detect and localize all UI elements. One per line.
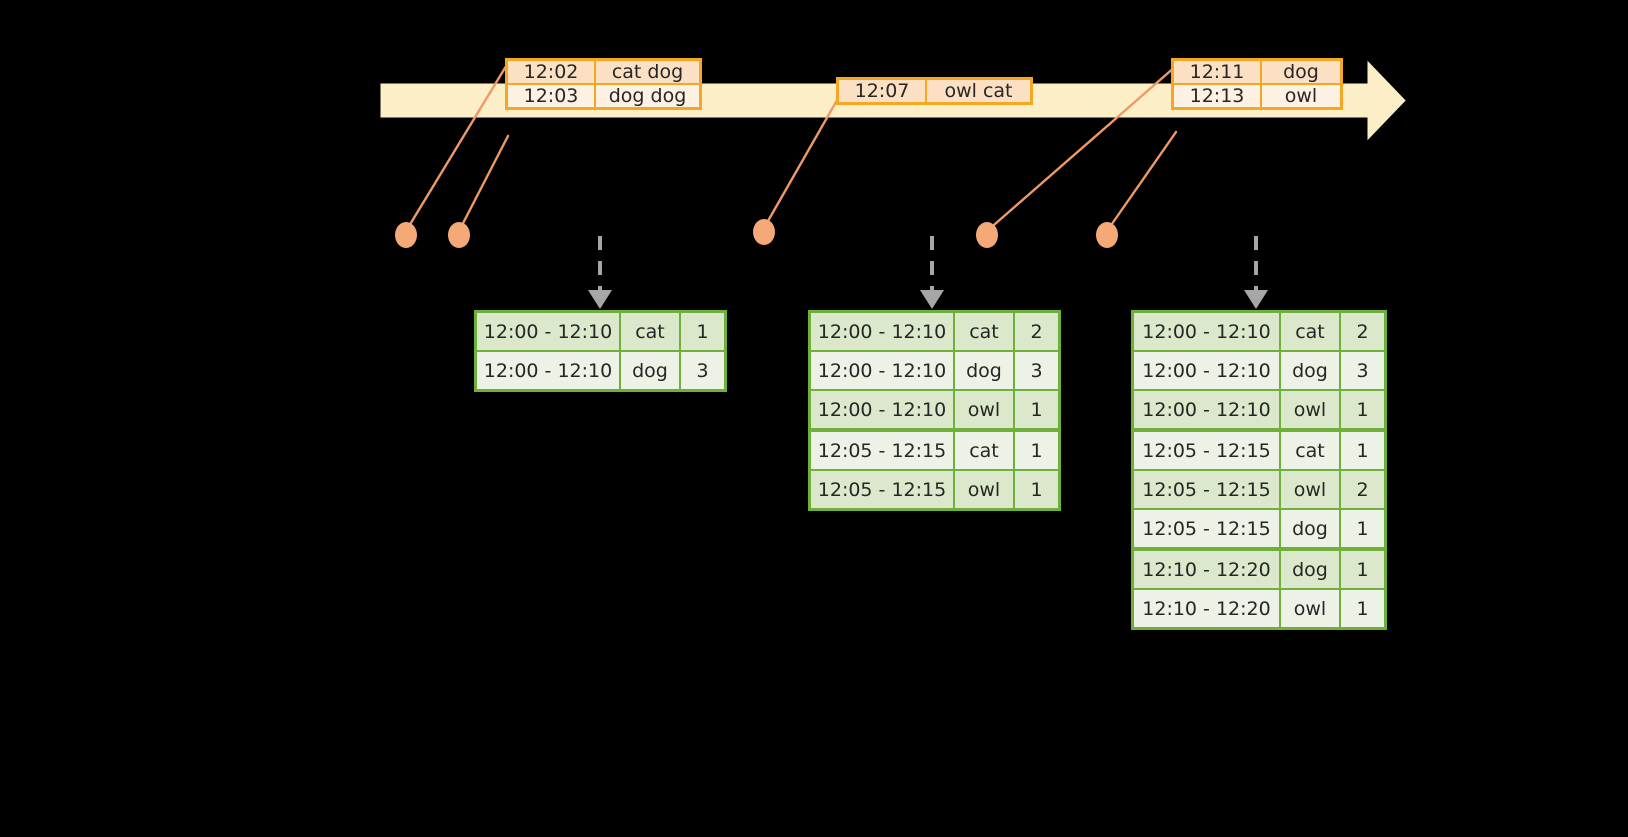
event-words: owl — [1284, 85, 1318, 107]
event-words: dog — [1283, 61, 1319, 83]
count-cell: 1 — [1030, 439, 1043, 462]
count-cell: 1 — [1356, 597, 1369, 620]
event-card-3[interactable]: 12:11 dog 12:13 owl — [1171, 58, 1343, 110]
window-range-cell: 12:00 - 12:10 — [811, 313, 955, 350]
word-cell: dog — [1281, 551, 1341, 588]
count-cell: 2 — [1030, 320, 1043, 343]
count-cell: 1 — [696, 320, 709, 343]
window-range-cell: 12:05 - 12:15 — [1134, 471, 1281, 508]
window-range-cell: 12:05 - 12:15 — [811, 432, 955, 469]
event-row: 12:02 cat dog — [508, 61, 699, 83]
word-cell: dog — [1281, 510, 1341, 547]
count-cell: 1 — [1356, 398, 1369, 421]
event-words: dog dog — [608, 85, 687, 107]
window-range-cell: 12:05 - 12:15 — [1134, 432, 1281, 469]
event-dot-3 — [753, 219, 775, 245]
event-timestamp: 12:07 — [839, 80, 927, 102]
window-range-cell: 12:00 - 12:10 — [811, 352, 955, 389]
word-cell: owl — [1281, 590, 1341, 627]
count-cell: 3 — [696, 359, 709, 382]
word-cell: owl — [1281, 391, 1341, 428]
event-timestamp: 12:02 — [508, 61, 596, 83]
emit-arrows — [588, 236, 1268, 309]
word-cell: dog — [621, 352, 681, 389]
event-dot-1 — [395, 222, 417, 248]
event-dot-5 — [1096, 222, 1118, 248]
event-dot-4 — [976, 222, 998, 248]
count-cell: 1 — [1030, 398, 1043, 421]
window-range-cell: 12:00 - 12:10 — [1134, 352, 1281, 389]
count-cell: 1 — [1030, 478, 1043, 501]
word-cell: cat — [1281, 432, 1341, 469]
word-cell: dog — [1281, 352, 1341, 389]
emit-arrow-1 — [588, 236, 612, 309]
word-cell: cat — [955, 313, 1015, 350]
count-cell: 1 — [1356, 439, 1369, 462]
count-cell: 2 — [1356, 478, 1369, 501]
event-card-2[interactable]: 12:07 owl cat — [836, 77, 1033, 105]
window-range-cell: 12:10 - 12:20 — [1134, 590, 1281, 627]
count-cell: 1 — [1356, 517, 1369, 540]
emit-arrow-3 — [1244, 236, 1268, 309]
word-cell: owl — [1281, 471, 1341, 508]
word-cell: owl — [955, 391, 1015, 428]
word-cell: owl — [955, 471, 1015, 508]
count-cell: 1 — [1356, 558, 1369, 581]
count-cell: 3 — [1356, 359, 1369, 382]
word-cell: cat — [955, 432, 1015, 469]
event-row: 12:07 owl cat — [839, 80, 1030, 102]
event-timestamp: 12:03 — [508, 85, 596, 107]
word-cell: cat — [621, 313, 681, 350]
word-cell: cat — [1281, 313, 1341, 350]
window-range-cell: 12:10 - 12:20 — [1134, 551, 1281, 588]
event-words: cat dog — [611, 61, 684, 83]
event-timestamp: 12:11 — [1174, 61, 1262, 83]
window-range-cell: 12:05 - 12:15 — [811, 471, 955, 508]
count-cell: 2 — [1356, 320, 1369, 343]
event-row: 12:13 owl — [1174, 83, 1340, 107]
window-range-cell: 12:05 - 12:15 — [1134, 510, 1281, 547]
count-cell: 3 — [1030, 359, 1043, 382]
window-range-cell: 12:00 - 12:10 — [1134, 391, 1281, 428]
event-dots — [395, 219, 1118, 248]
event-dot-2 — [448, 222, 470, 248]
window-range-cell: 12:00 - 12:10 — [811, 391, 955, 428]
event-row: 12:11 dog — [1174, 61, 1340, 83]
emit-arrow-2 — [920, 236, 944, 309]
event-words: owl cat — [944, 80, 1013, 102]
event-card-1[interactable]: 12:02 cat dog 12:03 dog dog — [505, 58, 702, 110]
event-row: 12:03 dog dog — [508, 83, 699, 107]
window-range-cell: 12:00 - 12:10 — [477, 313, 621, 350]
word-cell: dog — [955, 352, 1015, 389]
event-timestamp: 12:13 — [1174, 85, 1262, 107]
window-range-cell: 12:00 - 12:10 — [1134, 313, 1281, 350]
window-range-cell: 12:00 - 12:10 — [477, 352, 621, 389]
